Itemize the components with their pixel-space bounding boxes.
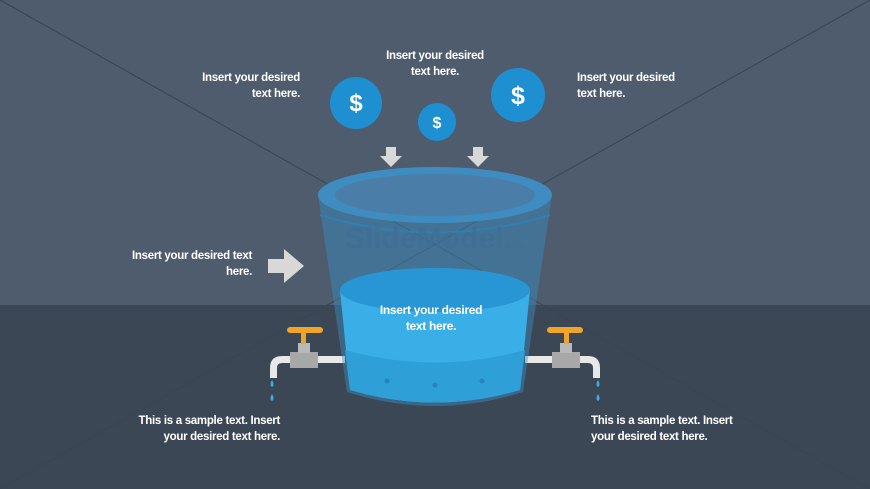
dollar-coin-icon: $ [418,103,456,141]
text-top-left: Insert your desired text here. [202,72,300,100]
text-left-middle: Insert your desired text here. [132,250,252,278]
right-faucet [525,327,600,401]
arrow-down-icon [380,147,402,167]
dollar-coin-icon: $ [330,77,382,129]
dollar-coin-icon: $ [491,68,545,122]
water-drop-icon [596,380,600,401]
left-faucet [270,327,345,401]
text-top-right: Insert your desired text here. [577,72,675,100]
text-top-center: Insert your desired text here. [386,50,484,78]
watermark-logo: SlideModel.com [345,222,525,255]
svg-text:$: $ [511,82,525,110]
arrow-down-icon [467,147,489,167]
svg-text:$: $ [349,90,363,117]
water-drop-icon [270,380,274,401]
text-bottom-right: This is a sample text. Insert your desir… [591,415,733,443]
bucket: SlideModel.com [318,167,552,406]
svg-text:$: $ [433,115,442,132]
text-bucket: Insert your desired text here. [379,303,483,333]
text-bottom-left: This is a sample text. Insert your desir… [138,415,281,443]
arrow-right-icon [268,249,304,283]
